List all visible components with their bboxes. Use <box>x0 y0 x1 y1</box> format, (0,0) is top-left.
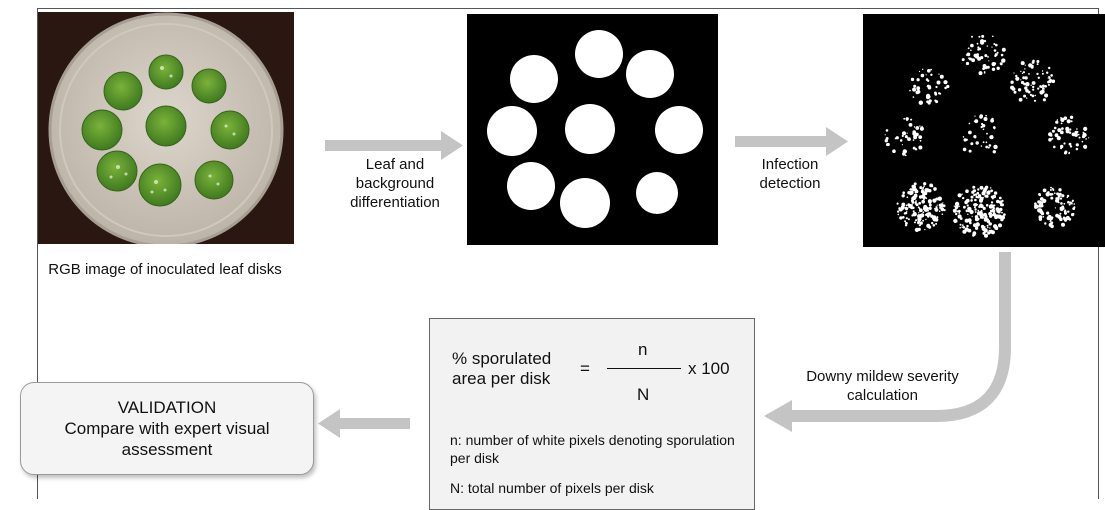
step-leaf-background-label: Leaf and background differentiation <box>350 156 440 211</box>
formula-denominator: N <box>637 385 650 404</box>
formula-numerator: n <box>638 340 648 359</box>
curved-arrow-icon <box>764 252 1011 432</box>
formula-box: % sporulated area per disk = n N x 100 n… <box>429 318 755 510</box>
validation-body: Compare with expert visual assessment <box>64 419 270 459</box>
formula-lhs: % sporulated area per disk <box>452 349 552 388</box>
figure-frame <box>37 8 1099 499</box>
rgb-leaf-disk-image <box>38 12 294 248</box>
formula-multiplier: x 100 <box>688 359 730 378</box>
leaf-disk-group <box>81 54 250 207</box>
leaf-mask-image <box>467 14 718 245</box>
formula-equals: = <box>580 359 590 378</box>
rgb-image-caption: RGB image of inoculated leaf disks <box>48 261 282 278</box>
step-severity-calculation-label: Downy mildew severity calculation <box>806 368 959 404</box>
arrow-left-icon <box>318 409 410 438</box>
infection-detection-image <box>863 14 1105 247</box>
formula-note-N: N: total number of pixels per disk <box>450 480 654 496</box>
validation-box: VALIDATION Compare with expert visual as… <box>20 382 314 475</box>
arrow-right-icon <box>735 127 848 156</box>
step-infection-detection-label: Infection detection <box>759 156 821 192</box>
formula-note-n: n: number of white pixels denoting sporu… <box>450 432 735 466</box>
arrow-right-icon <box>325 131 463 160</box>
validation-title: VALIDATION <box>117 398 217 417</box>
fraction-bar <box>607 368 681 369</box>
